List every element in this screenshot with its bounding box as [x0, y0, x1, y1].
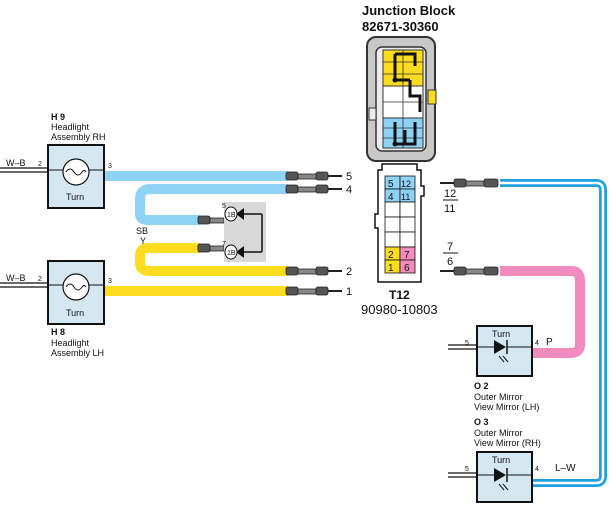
t12-cell-4: 4 [388, 192, 394, 203]
h8-code: H 8 [51, 327, 65, 337]
o2-name-line2: View Mirror (LH) [474, 402, 539, 412]
splice-top-code: 1B [227, 212, 236, 219]
wires [0, 167, 607, 487]
terminal-pin2 [285, 266, 342, 276]
junction-block-part-number: 82671-30360 [362, 19, 439, 34]
terminal-pin4 [285, 184, 342, 194]
right-pin-12: 12 [444, 188, 456, 200]
h8-pin-left: 2 [38, 276, 42, 283]
h9-pin-left: 2 [38, 161, 42, 168]
terminal-right-7-6 [440, 266, 499, 276]
o2-pin-right: 4 [535, 340, 539, 347]
pin-label-4: 4 [346, 184, 352, 196]
t12-cell-11: 11 [401, 192, 410, 202]
wire-label-lw: L–W [555, 463, 576, 474]
right-pin-7: 7 [447, 241, 453, 253]
wire-label-sb: SB [136, 226, 148, 236]
t12-part-number: 90980-10803 [361, 302, 438, 317]
wire-sb-splice [135, 184, 288, 225]
o2-code: O 2 [474, 381, 489, 391]
wire-label-y: Y [140, 236, 146, 246]
wire-y-splice [135, 243, 288, 276]
o3-code: O 3 [474, 417, 489, 427]
t12-cell-1: 1 [388, 263, 394, 274]
splice-bot-code: 1B [227, 250, 236, 257]
h9-pin-right: 3 [108, 163, 112, 170]
terminal-splice-top [197, 215, 225, 225]
terminal-pin5 [285, 171, 342, 181]
o2-inner-label: Turn [492, 329, 510, 339]
h9-inner-label: Turn [66, 192, 84, 202]
splice-top-pin: 5 [222, 203, 226, 210]
t12-connector [374, 163, 425, 283]
h8-name-line1: Headlight [51, 338, 90, 348]
wire-p [500, 266, 585, 358]
h9-name-line2: Assembly RH [51, 132, 106, 142]
h8-inner-label: Turn [66, 308, 84, 318]
o3-name-line2: View Mirror (RH) [474, 438, 541, 448]
h8-wire-label: W–B [6, 273, 26, 283]
o3-pin-right: 4 [535, 466, 539, 473]
junction-block-graphic [366, 36, 437, 162]
h8-box [47, 260, 105, 325]
terminal-pin1 [285, 286, 342, 296]
o2-box [476, 325, 533, 377]
pin-label-1: 1 [346, 286, 352, 298]
terminals [197, 171, 499, 296]
junction-block-title: Junction Block [362, 3, 456, 18]
o2-name-line1: Outer Mirror [474, 392, 523, 402]
t12-cell-12: 12 [401, 179, 411, 189]
right-pin-11: 11 [444, 203, 455, 215]
right-pin-6: 6 [447, 256, 453, 268]
splice-bot-pin: 7 [222, 241, 226, 248]
h9-name-line1: Headlight [51, 122, 90, 132]
pin-label-5: 5 [346, 171, 352, 183]
o3-pin-left: 5 [465, 466, 469, 473]
o3-inner-label: Turn [492, 455, 510, 465]
wire-label-p: P [546, 337, 553, 348]
o3-name-line1: Outer Mirror [474, 428, 523, 438]
h9-wire-label: W–B [6, 158, 26, 168]
h8-pin-right: 3 [108, 278, 112, 285]
pin-label-2: 2 [346, 266, 352, 278]
splice-block [224, 202, 266, 262]
t12-cell-2: 2 [388, 250, 394, 261]
h9-box [47, 144, 105, 209]
terminal-splice-bot [197, 243, 225, 253]
t12-cell-7: 7 [404, 250, 410, 261]
h8-name-line2: Assembly LH [51, 348, 104, 358]
terminal-right-12-11 [440, 178, 499, 188]
t12-id: T12 [389, 288, 410, 302]
h9-code: H 9 [51, 112, 65, 122]
o2-pin-left: 5 [465, 340, 469, 347]
t12-cell-5: 5 [388, 179, 394, 190]
t12-cell-6: 6 [404, 263, 410, 274]
o3-box [476, 451, 533, 503]
